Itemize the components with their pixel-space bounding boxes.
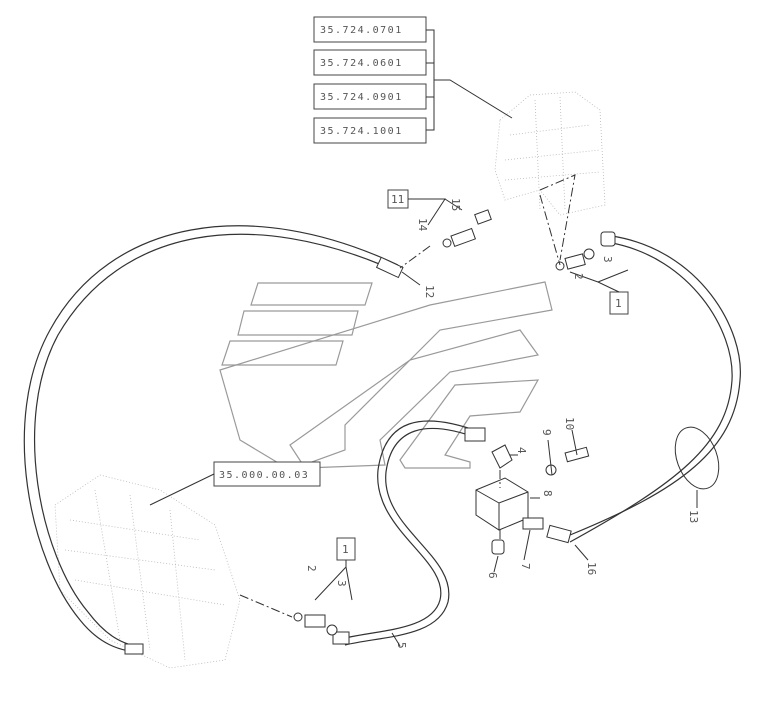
reference-bracket [426,29,513,131]
callout-7: 7 [519,563,532,570]
reference-box-3[interactable]: 35.724.0901 [313,83,427,110]
control-valve-top [494,91,606,216]
fitting-2-3-top [555,248,595,271]
callout-2-bottom: 2 [305,565,318,572]
reference-box-1[interactable]: 35.724.0701 [313,16,427,43]
fitting-14 [442,227,477,248]
kit-box-11[interactable]: 11 [387,189,409,209]
hose-12 [23,225,404,655]
svg-text:35.000.00.03: 35.000.00.03 [219,470,309,481]
callout-3-top: 3 [601,256,614,263]
control-valve-bottom [54,474,241,669]
kit-11-bracket [408,198,463,226]
callout-5: 5 [395,642,408,649]
callout-3-bottom: 3 [335,580,348,587]
callout-9: 9 [540,429,553,436]
callout-2-top: 2 [572,273,585,280]
reference-box-5[interactable]: 35.000.00.03 [213,461,321,487]
kit-1-bottom-bracket [314,560,353,601]
callout-12: 12 [423,285,436,298]
reference-box-4[interactable]: 35.724.1001 [313,117,427,144]
fitting-2-3-bottom [293,612,338,636]
hose-16 [546,231,741,544]
svg-text:35.724.0701: 35.724.0701 [320,25,403,36]
kit-box-1-top[interactable]: 1 [609,291,629,315]
callouts: 15 14 12 2 3 4 9 10 8 7 6 13 16 2 3 5 [305,198,700,649]
leader-lines [391,271,698,647]
svg-text:35.724.0901: 35.724.0901 [320,92,403,103]
block-8 [475,477,529,531]
svg-text:11: 11 [391,193,404,206]
centerline-bottom [239,470,501,618]
svg-text:35.724.1001: 35.724.1001 [320,126,403,137]
plug-6 [491,539,505,555]
callout-16: 16 [585,562,598,575]
kit-box-1-bottom[interactable]: 1 [336,537,356,561]
reference-5-leader [149,473,215,506]
callout-13: 13 [687,510,700,523]
callout-10: 10 [563,417,576,430]
fitting-7 [522,517,544,530]
reference-box-2[interactable]: 35.724.0601 [313,49,427,76]
callout-8: 8 [541,490,554,497]
callout-6: 6 [486,572,499,579]
centerline-top [399,174,576,269]
svg-text:1: 1 [615,297,622,310]
callout-4: 4 [515,447,528,454]
svg-text:35.724.0601: 35.724.0601 [320,58,403,69]
watermark-logo [219,281,553,471]
callout-15: 15 [449,198,462,211]
svg-text:1: 1 [342,543,349,556]
kit-1-top-bracket [569,269,629,293]
fitting-15 [474,209,492,225]
hose-clamp [674,426,720,490]
callout-14: 14 [416,218,429,232]
hose-5 [332,420,486,646]
elbow-4 [491,444,513,469]
